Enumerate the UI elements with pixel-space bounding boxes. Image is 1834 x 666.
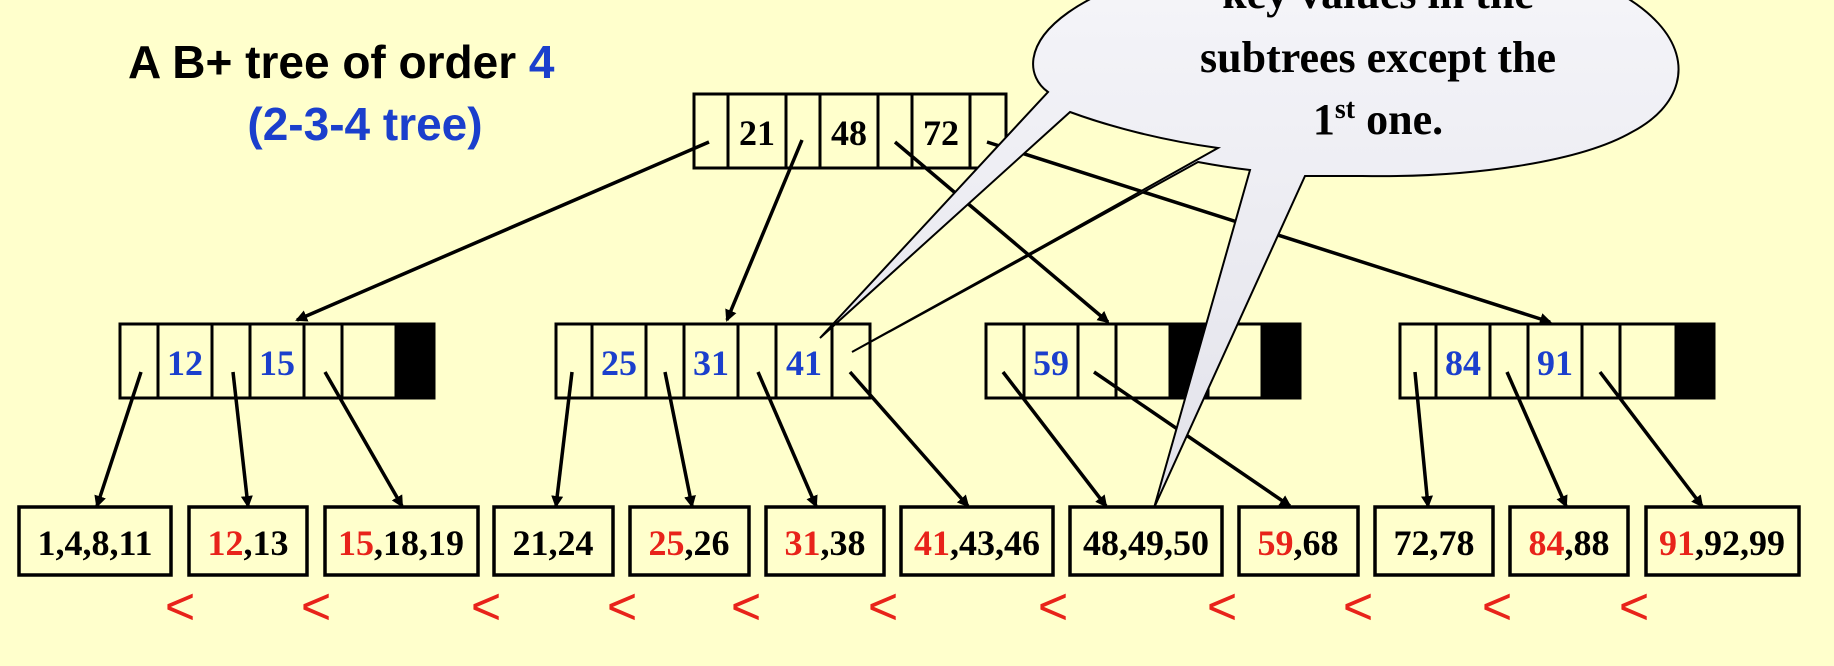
callout-text-line2: subtrees except the (1200, 33, 1556, 82)
callout-text-line1: key values in the (1222, 0, 1534, 18)
svg-text:12,13: 12,13 (208, 523, 289, 563)
internal-key: 59 (1033, 343, 1069, 383)
internal-key: 84 (1445, 343, 1481, 383)
callout-text-line3: 1st one. (1313, 94, 1443, 144)
leaf-node: 21,24 (492, 505, 615, 577)
diagram-title: A B+ tree of order 4 (128, 36, 555, 88)
svg-text:15,18,19: 15,18,19 (338, 523, 464, 563)
internal-node (554, 322, 872, 400)
less-than-symbol: < (868, 578, 898, 636)
leaf-node: 31,38 (764, 505, 886, 577)
leaf-node: 41,43,46 (899, 505, 1055, 577)
svg-text:25,26: 25,26 (649, 523, 730, 563)
internal-node (1398, 322, 1716, 400)
less-than-symbol: < (731, 578, 761, 636)
svg-text:59,68: 59,68 (1258, 523, 1339, 563)
leaf-node: 84,88 (1508, 505, 1630, 577)
svg-text:41,43,46: 41,43,46 (914, 523, 1040, 563)
leaf-node: 91,92,99 (1644, 505, 1801, 577)
less-than-symbol: < (301, 578, 331, 636)
less-than-symbol: < (471, 578, 501, 636)
internal-key: 41 (786, 343, 822, 383)
leaf-node: 59,68 (1237, 505, 1360, 577)
diagram-subtitle: (2-3-4 tree) (247, 98, 482, 150)
less-than-symbol: < (607, 578, 637, 636)
internal-key: 12 (167, 343, 203, 383)
internal-key: 15 (259, 343, 295, 383)
less-than-symbol: < (1482, 578, 1512, 636)
svg-text:72,78: 72,78 (1394, 523, 1475, 563)
leaf-node: 15,18,19 (323, 505, 480, 577)
leaf-pointer-arrows (94, 370, 1704, 508)
less-than-symbol: < (1343, 578, 1373, 636)
leaf-node: 48,49,50 (1068, 505, 1224, 577)
less-than-symbol: < (1619, 578, 1649, 636)
internal-key: 25 (601, 343, 637, 383)
leaf-node: 25,26 (628, 505, 751, 577)
less-than-markers: < < < < < < < < < < < (165, 578, 1649, 636)
svg-text:48,49,50: 48,49,50 (1083, 523, 1209, 563)
root-key: 72 (923, 113, 959, 153)
leaf-node: 12,13 (187, 505, 309, 577)
leaf-node: 1,4,8,11 (17, 505, 173, 577)
less-than-symbol: < (165, 578, 195, 636)
root-key: 48 (831, 113, 867, 153)
internal-key: 31 (693, 343, 729, 383)
svg-text:1,4,8,11: 1,4,8,11 (37, 523, 152, 563)
svg-text:31,38: 31,38 (785, 523, 866, 563)
leaf-node: 72,78 (1373, 505, 1495, 577)
internal-key: 91 (1537, 343, 1573, 383)
svg-text:91,92,99: 91,92,99 (1659, 523, 1785, 563)
svg-text:21,24: 21,24 (513, 523, 594, 563)
svg-text:84,88: 84,88 (1529, 523, 1610, 563)
less-than-symbol: < (1207, 578, 1237, 636)
less-than-symbol: < (1038, 578, 1068, 636)
callout-bubble (819, 0, 1680, 509)
internal-node (118, 322, 436, 400)
root-key: 21 (739, 113, 775, 153)
